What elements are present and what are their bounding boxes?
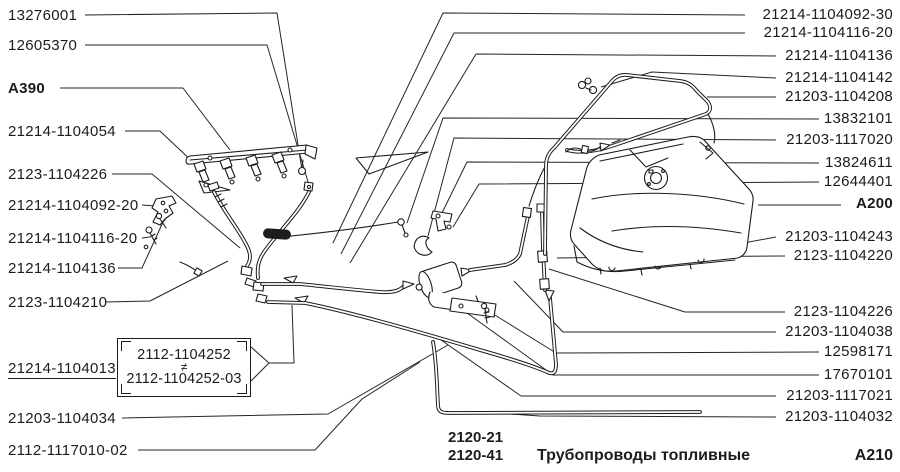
mounting-brackets [143, 195, 177, 250]
section-code: A210 [854, 447, 893, 464]
bracket-corner [121, 341, 131, 351]
part-label: 21214-1104136 [8, 260, 116, 277]
part-label: 21214-1104092-30 [762, 6, 893, 23]
part-label: 13824611 [824, 154, 893, 171]
variant-part-number: 2112-1104252-03 [126, 371, 242, 387]
bolt-icon [397, 218, 405, 226]
part-label: 2123-1104210 [8, 294, 108, 311]
tube-clamp-icon [577, 77, 598, 95]
breather-tube-loop [543, 72, 716, 256]
clamps-and-bolts [397, 210, 453, 256]
washer-icon [403, 232, 409, 238]
part-label: 12598171 [823, 343, 893, 360]
fuel-damper [263, 228, 291, 240]
bracket-corner [121, 384, 131, 394]
washer-icon [446, 224, 452, 230]
part-label: 21203-1117020 [786, 131, 893, 148]
bracket-corner [237, 384, 247, 394]
part-label: 13276001 [8, 7, 78, 24]
part-label: 21203-1117021 [786, 387, 893, 404]
assembly-number-label: 21214-1104013 [8, 360, 116, 379]
bolt-icon [435, 213, 441, 219]
part-label: 21203-1104034 [8, 410, 116, 427]
part-label: 17670101 [823, 366, 893, 383]
variant-part-number: 2112-1104252 [137, 347, 231, 363]
fuel-rail-with-injectors [185, 144, 429, 194]
part-label: 21214-1104136 [785, 47, 893, 64]
part-label: 2112-1117010-02 [8, 442, 128, 459]
section-ref-label: A200 [855, 195, 893, 212]
part-label: 21203-1104208 [785, 88, 893, 105]
fuel-pump-hatch [643, 165, 669, 191]
not-equal-symbol: ≠ [180, 360, 188, 374]
pipe-fragment [179, 261, 203, 277]
fuel-filter [415, 162, 550, 324]
fuel-tank [569, 135, 754, 276]
part-label: 12605370 [8, 37, 78, 54]
injector-icon [193, 151, 288, 188]
quick-connector-icon [283, 275, 298, 284]
part-label: 21203-1104032 [785, 408, 893, 425]
section-ref-label: A390 [8, 80, 46, 97]
bracket-corner [237, 341, 247, 351]
part-label: 21214-1104092-20 [8, 197, 139, 214]
part-label: 2123-1104226 [8, 166, 108, 183]
part-label: 13832101 [823, 110, 893, 127]
bolt-icon [480, 302, 488, 310]
model-code: 2120-21 [448, 429, 504, 446]
model-code: 2120-41 [448, 447, 504, 464]
part-label: 21203-1104038 [785, 323, 893, 340]
figure-title: Трубопроводы топливные [537, 447, 751, 464]
part-label: 21214-1104116-20 [763, 24, 893, 41]
part-label: 21214-1104054 [8, 123, 116, 140]
part-label: 2123-1104220 [793, 247, 893, 264]
part-label: 21203-1104243 [785, 228, 893, 245]
variant-box: 2112-1104252 ≠ 2112-1104252-03 [117, 338, 251, 397]
fuel-pipes [260, 280, 702, 415]
part-label: 12644401 [823, 173, 893, 190]
part-label: 21214-1104142 [785, 69, 893, 86]
part-label: 2123-1104226 [793, 303, 893, 320]
part-label: 21214-1104116-20 [8, 230, 138, 247]
pipe-clamp-icon [413, 235, 433, 256]
